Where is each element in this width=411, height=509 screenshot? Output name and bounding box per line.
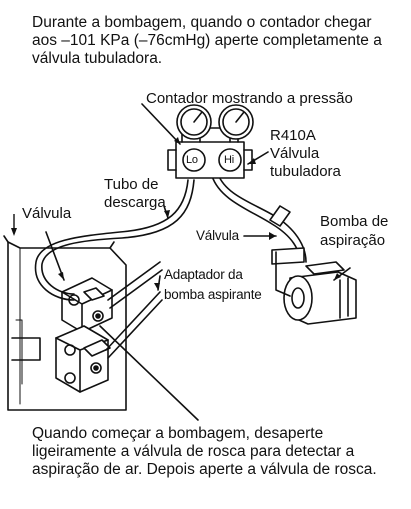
outdoor-unit bbox=[3, 235, 163, 411]
gauge-lo-label: Lo bbox=[186, 154, 198, 166]
adapter-label-line2: bomba aspirante bbox=[164, 287, 262, 302]
manifold-label-line1: R410A bbox=[270, 127, 316, 144]
valve-right-label: Válvula bbox=[196, 228, 239, 243]
pump-label-line2: aspiração bbox=[320, 232, 386, 249]
pump-label-line1: Bomba de bbox=[320, 213, 389, 230]
vacuum-pump bbox=[271, 247, 357, 325]
adapter-label-line1: Adaptador da bbox=[164, 267, 243, 282]
bottom-instruction-text: Quando começar a bombagem, desaperte lig… bbox=[32, 425, 377, 478]
top-instruction-text: Durante a bombagem, quando o contador ch… bbox=[32, 14, 382, 67]
manifold-gauge-set bbox=[167, 104, 254, 179]
manifold-label-line2: Válvula bbox=[270, 145, 320, 162]
valve-left-label: Válvula bbox=[22, 205, 72, 222]
bottom-note-leader bbox=[99, 325, 199, 421]
gauge-hi-label: Hi bbox=[224, 154, 234, 166]
left-valve-leader bbox=[45, 231, 65, 281]
charge-hose bbox=[34, 179, 195, 301]
hose-label-line2: descarga bbox=[104, 194, 166, 211]
upper-service-valve bbox=[61, 277, 113, 333]
counter-leader bbox=[141, 103, 181, 145]
counter-label: Contador mostrando a pressão bbox=[146, 90, 353, 107]
hose-label-line1: Tubo de bbox=[104, 176, 159, 193]
manifold-label-line3: tubuladora bbox=[270, 163, 341, 180]
lower-service-valve bbox=[55, 325, 111, 393]
